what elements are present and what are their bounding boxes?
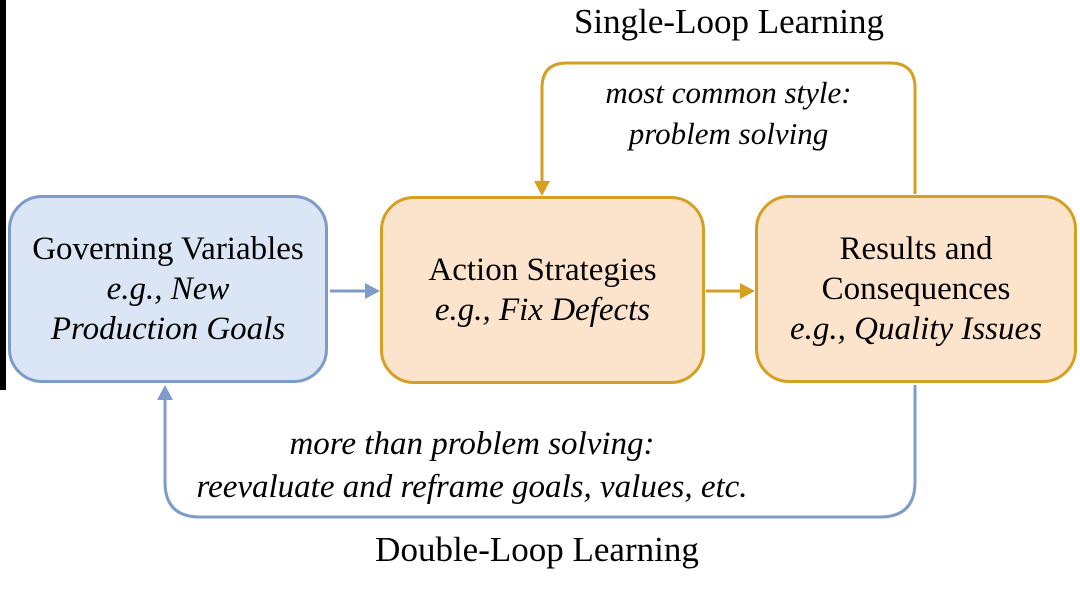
double-loop-annotation-line1: more than problem solving: (289, 426, 655, 462)
results-consequences-example: e.g., Quality Issues (789, 311, 1043, 347)
flow-arrow-gold-arrowhead-icon (740, 283, 755, 299)
single-loop-annotation: most common style: problem solving (542, 72, 915, 154)
action-strategies-example: e.g., Fix Defects (434, 292, 651, 328)
action-strategies-title: Action Strategies (428, 252, 657, 288)
flow-arrow-blue-arrowhead-icon (365, 283, 380, 299)
flow-arrow-governing-to-action (330, 283, 380, 299)
governing-variables-example-line1: e.g., New (106, 271, 230, 307)
single-loop-annotation-line2: problem solving (628, 116, 829, 151)
box-action-strategies: Action Strategies e.g., Fix Defects (380, 196, 705, 384)
box-results-consequences: Results and Consequences e.g., Quality I… (755, 195, 1077, 383)
flow-arrow-action-to-results (706, 283, 755, 299)
double-loop-title: Double-Loop Learning (375, 530, 699, 569)
double-loop-arrowhead-icon (157, 385, 173, 400)
governing-variables-example-line2: Production Goals (50, 311, 286, 347)
results-consequences-title-line2: Consequences (821, 271, 1011, 307)
governing-variables-title: Governing Variables (32, 231, 304, 267)
single-loop-annotation-line1: most common style: (605, 75, 852, 110)
left-edge-artifact (0, 0, 6, 390)
box-governing-variables: Governing Variables e.g., New Production… (8, 195, 328, 383)
single-loop-title: Single-Loop Learning (573, 2, 885, 41)
double-loop-annotation-line2: reevaluate and reframe goals, values, et… (196, 469, 748, 505)
double-loop-annotation: more than problem solving: reevaluate an… (139, 423, 805, 509)
results-consequences-title-line1: Results and (839, 231, 993, 267)
single-loop-arrowhead-icon (534, 181, 550, 196)
